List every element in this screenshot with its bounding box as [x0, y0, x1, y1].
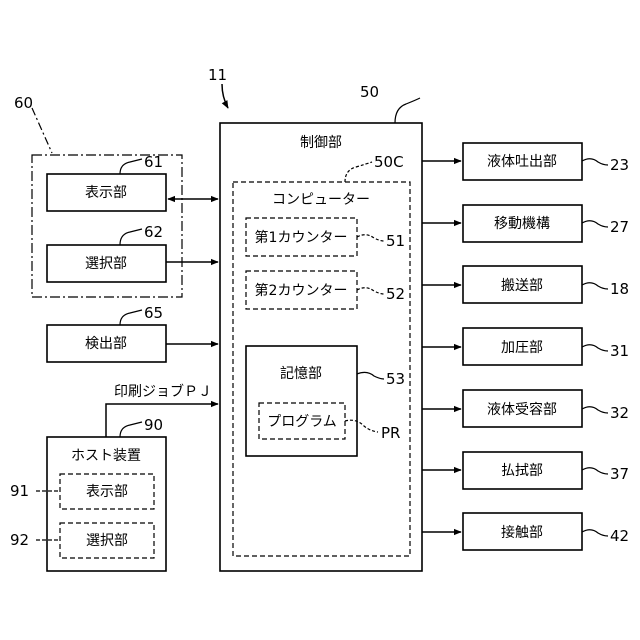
leader-90	[120, 422, 142, 437]
leader-61	[120, 159, 142, 174]
output-label-18: 搬送部	[501, 278, 543, 294]
leader-37	[582, 468, 608, 474]
counter2-label: 第2カウンター	[255, 282, 348, 299]
output-label-31: 加圧部	[501, 340, 543, 356]
leader-62	[120, 229, 142, 245]
print-job-label: 印刷ジョブＰＪ	[114, 383, 212, 400]
ref-51: 51	[386, 232, 405, 250]
ref-11: 11	[208, 66, 227, 84]
output-label-32: 液体受容部	[487, 401, 557, 418]
leader-53	[357, 372, 384, 379]
leader-42	[582, 530, 608, 536]
host-select-label: 選択部	[86, 533, 128, 549]
leader-23	[582, 159, 608, 165]
ref-32: 32	[610, 404, 629, 422]
select-label: 選択部	[85, 256, 127, 272]
ref-pr: PR	[381, 424, 400, 442]
output-label-27: 移動機構	[494, 216, 550, 232]
ref-92: 92	[10, 531, 29, 549]
ref-91: 91	[10, 482, 29, 500]
ref-90: 90	[144, 416, 163, 434]
controller-label: 制御部	[300, 135, 342, 151]
ref-18: 18	[610, 280, 629, 298]
output-label-23: 液体吐出部	[487, 154, 557, 170]
ref-61: 61	[144, 153, 163, 171]
leader-32	[582, 407, 608, 413]
leader-31	[582, 345, 608, 351]
ref-50: 50	[360, 83, 379, 101]
controller-box	[220, 123, 422, 571]
host-display-label: 表示部	[86, 484, 128, 500]
counter1-label: 第1カウンター	[255, 229, 348, 246]
leader-50	[395, 98, 420, 123]
detect-label: 検出部	[85, 336, 127, 352]
display-label: 表示部	[85, 185, 127, 201]
leader-65	[120, 310, 142, 325]
storage-label: 記憶部	[280, 365, 322, 382]
ref-23: 23	[610, 156, 629, 174]
leader-50c	[345, 162, 372, 182]
ref-42: 42	[610, 527, 629, 545]
program-label: プログラム	[267, 414, 337, 430]
output-label-37: 払拭部	[501, 463, 543, 479]
leader-60	[32, 108, 52, 153]
leader-51	[357, 235, 384, 241]
computer-label: コンピューター	[272, 192, 370, 208]
leader-52	[357, 288, 384, 294]
leader-pr	[345, 420, 378, 432]
ref-37: 37	[610, 465, 629, 483]
leader-27	[582, 221, 608, 227]
ref-31: 31	[610, 342, 629, 360]
host-label: ホスト装置	[71, 448, 141, 464]
arrow-11	[222, 84, 228, 108]
ref-53: 53	[386, 370, 405, 388]
ref-52: 52	[386, 285, 405, 303]
ref-27: 27	[610, 218, 629, 236]
output-label-42: 接触部	[501, 524, 543, 541]
ref-62: 62	[144, 223, 163, 241]
ref-65: 65	[144, 304, 163, 322]
leader-18	[582, 283, 608, 289]
ref-50c: 50C	[374, 153, 404, 171]
ref-60: 60	[14, 94, 33, 112]
